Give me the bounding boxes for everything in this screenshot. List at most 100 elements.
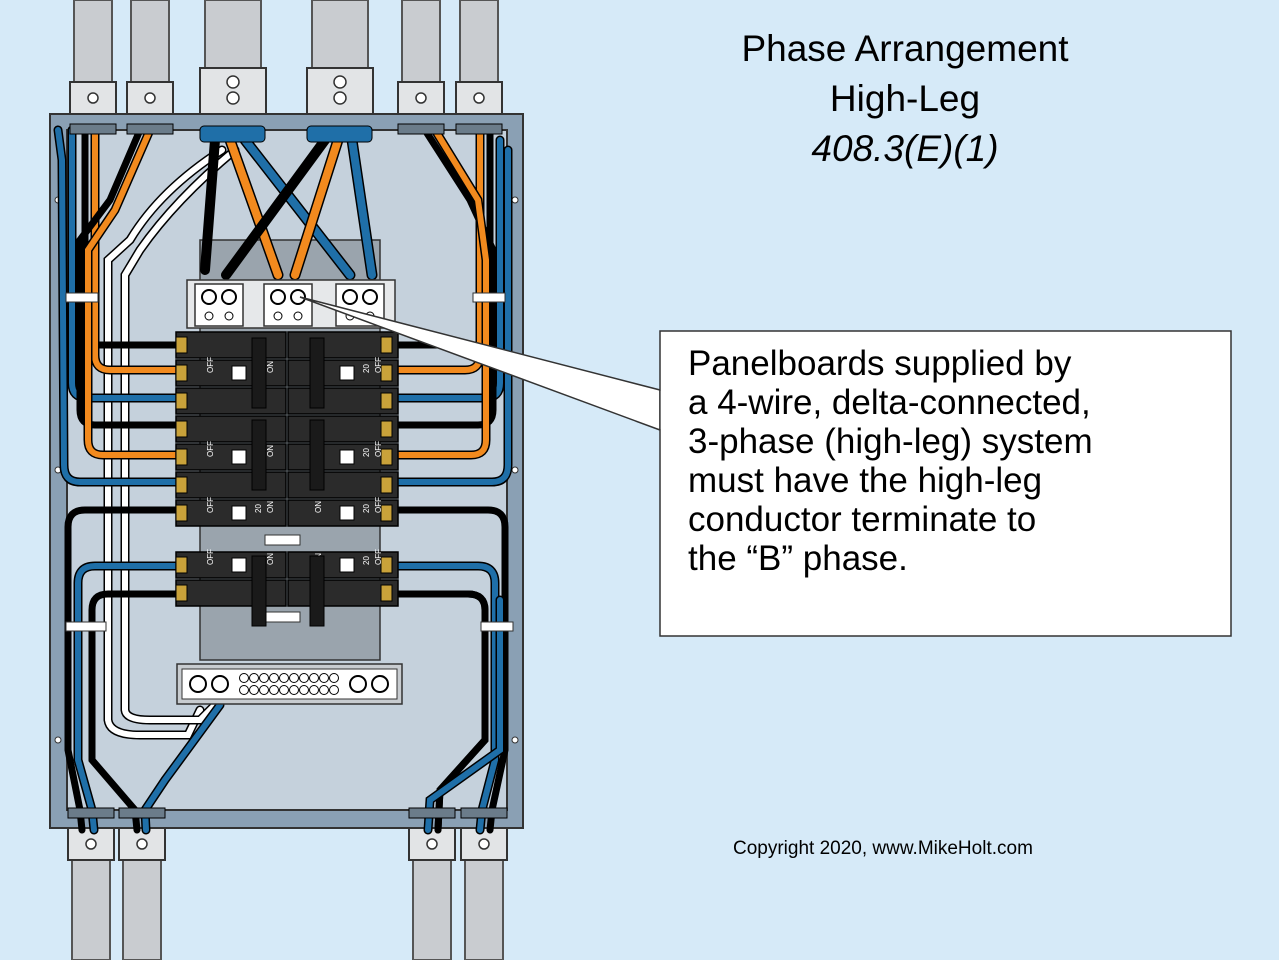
feeder-conductors: [200, 134, 378, 281]
breaker-toggle[interactable]: [309, 419, 325, 491]
terminal-screw: [380, 392, 393, 410]
breaker-off-label: ON: [314, 501, 323, 513]
neutral-terminal-screws: [239, 673, 339, 695]
callout-box: [659, 330, 1232, 637]
screw: [426, 838, 438, 850]
mounting-hole: [511, 736, 519, 744]
mounting-hole: [511, 196, 519, 204]
title-line-2: High-Leg: [829, 78, 981, 119]
interior-slot: [264, 534, 301, 546]
neutral-screw: [249, 673, 259, 683]
breaker-toggle[interactable]: [309, 555, 325, 627]
bottom-conduits: [67, 827, 508, 960]
callout-line: 3-phase (high-leg) system: [688, 422, 1093, 461]
neutral-screw: [289, 685, 299, 695]
neutral-screw: [269, 673, 279, 683]
screw: [473, 92, 485, 104]
conduit: [311, 0, 369, 71]
code-reference: 408.3(E)(1): [811, 128, 999, 169]
screw: [478, 838, 490, 850]
screw: [415, 92, 427, 104]
breaker-off-label: OFF: [206, 357, 215, 373]
callout-line: must have the high-leg: [688, 461, 1043, 500]
breaker-slot: [287, 579, 399, 607]
breaker-on-label: OFF: [374, 497, 383, 513]
screw: [85, 838, 97, 850]
terminal-screw: [380, 556, 393, 574]
neutral-screw: [259, 673, 269, 683]
breaker-slot: [287, 331, 399, 359]
lug-phase-b: [263, 283, 313, 327]
conduit: [130, 0, 170, 83]
neutral-screw: [299, 673, 309, 683]
breaker-toggle[interactable]: [251, 555, 267, 627]
breaker-on-label: ON: [266, 553, 275, 565]
terminal-screw: [175, 336, 188, 354]
breaker-toggle[interactable]: [251, 337, 267, 409]
neutral-wires: [103, 145, 240, 740]
breaker-slot: [287, 499, 399, 527]
breaker-handle[interactable]: [231, 365, 247, 381]
terminal-screw: [380, 448, 393, 466]
neutral-screw: [249, 685, 259, 695]
neutral-screw: [309, 685, 319, 695]
conduit: [412, 859, 452, 960]
conduit: [459, 0, 499, 83]
terminal-screw: [175, 448, 188, 466]
breaker-on-label: ON: [266, 501, 275, 513]
breaker-handle[interactable]: [339, 449, 355, 465]
breaker-rating-label: 20: [362, 448, 371, 457]
breaker-slot: [175, 551, 287, 579]
callout-line: Panelboards supplied by: [688, 344, 1072, 383]
breaker-group: OFF20ONON20OFFOFF20ONON20OFFOFF20ONON20O…: [175, 331, 399, 627]
neutral-screw: [299, 685, 309, 695]
breaker-off-label: OFF: [206, 549, 215, 565]
breaker-slot: [287, 415, 399, 443]
screw: [333, 91, 347, 105]
breaker-slot: [287, 387, 399, 415]
terminal-screw: [175, 476, 188, 494]
screw: [144, 92, 156, 104]
neutral-screw: [269, 685, 279, 695]
breaker-handle[interactable]: [231, 505, 247, 521]
neutral-screw: [309, 673, 319, 683]
mounting-hole: [54, 736, 62, 744]
breaker-handle[interactable]: [339, 557, 355, 573]
breaker-slot: [175, 579, 287, 607]
neutral-screw: [279, 685, 289, 695]
conduit: [71, 859, 111, 960]
terminal-screw: [175, 392, 188, 410]
conduit: [204, 0, 262, 71]
terminal-screw: [380, 364, 393, 382]
breaker-handle[interactable]: [231, 557, 247, 573]
breaker-slot: [175, 471, 287, 499]
neutral-screw: [239, 685, 249, 695]
neutral-screw: [319, 673, 329, 683]
terminal-screw: [175, 420, 188, 438]
breaker-slot: [175, 331, 287, 359]
conduit: [464, 859, 504, 960]
breaker-handle[interactable]: [339, 365, 355, 381]
callout-text: Panelboards supplied by a 4-wire, delta-…: [688, 344, 1218, 578]
lug-phase-a: [194, 283, 244, 327]
conduit: [122, 859, 162, 960]
breaker-handle[interactable]: [339, 505, 355, 521]
neutral-screw: [329, 673, 339, 683]
breaker-on-label: ON: [266, 361, 275, 373]
breaker-rating-label: 20: [254, 504, 263, 513]
breaker-toggle[interactable]: [251, 419, 267, 491]
breaker-on-label: OFF: [374, 549, 383, 565]
breaker-handle[interactable]: [231, 449, 247, 465]
terminal-screw: [380, 504, 393, 522]
breaker-rating-label: 20: [362, 504, 371, 513]
terminal-screw: [380, 476, 393, 494]
callout-line: a 4-wire, delta-connected,: [688, 383, 1091, 422]
breaker-rating-label: 20: [362, 556, 371, 565]
breaker-on-label: OFF: [374, 441, 383, 457]
callout-line: the “B” phase.: [688, 539, 908, 578]
breaker-on-label: ON: [266, 445, 275, 457]
screw: [333, 75, 347, 89]
breaker-toggle[interactable]: [309, 337, 325, 409]
connector: [306, 67, 374, 115]
